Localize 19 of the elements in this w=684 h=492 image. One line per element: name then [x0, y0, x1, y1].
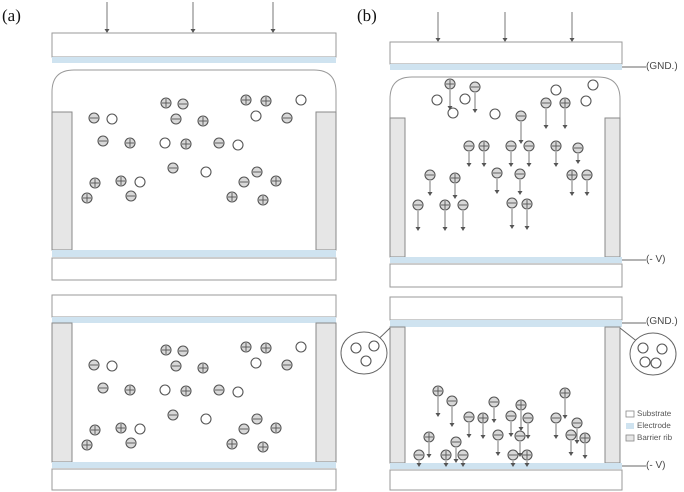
voltage-label: (- V) [646, 254, 666, 266]
voltage-label: (- V) [646, 460, 666, 472]
display-cell-drawing [390, 296, 622, 490]
panel-label: (b) [357, 6, 377, 26]
leader-line [622, 322, 646, 324]
magnified-view-bubble [630, 332, 676, 376]
magnified-view-bubble [340, 332, 388, 374]
panel-label: (a) [2, 6, 21, 26]
legend-label: Substrate [637, 409, 672, 419]
voltage-label: (GND.) [646, 61, 678, 73]
display-cell-drawing [52, 32, 336, 280]
display-cell-drawing [52, 294, 336, 490]
display-cell-drawing [390, 42, 622, 288]
leader-line [620, 328, 636, 341]
leader-line [379, 328, 390, 338]
leader-line [622, 66, 646, 68]
legend-label: Barrier rib [637, 433, 672, 443]
voltage-label: (GND.) [646, 316, 678, 328]
legend-label: Electrode [637, 421, 671, 431]
